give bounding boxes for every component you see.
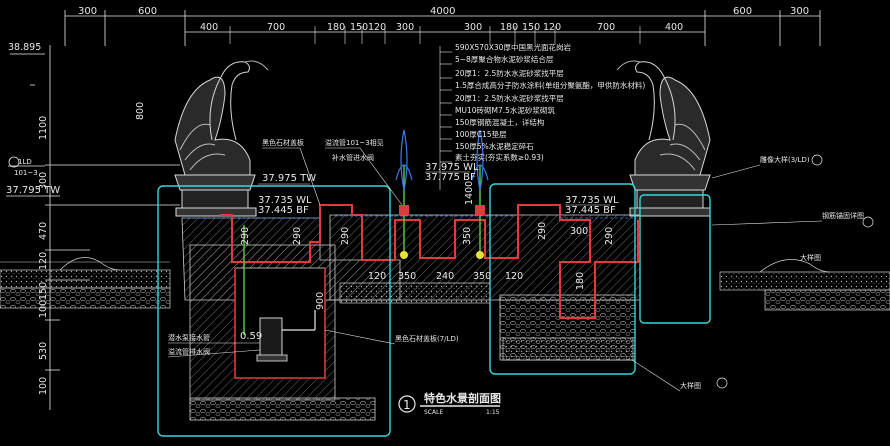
dim-left-2: 300 bbox=[38, 172, 49, 190]
svg-text:1.5厚合成高分子防水涂料(单组分聚氨酯，甲供防水材料): 1.5厚合成高分子防水涂料(单组分聚氨酯，甲供防水材料) bbox=[455, 80, 645, 90]
dim-small-7: 180 bbox=[575, 272, 586, 290]
dim-top-seg-12: 400 bbox=[665, 22, 683, 33]
dim-top-seg-11: 700 bbox=[597, 22, 615, 33]
left-swan-sculpture bbox=[174, 60, 269, 217]
scale-value: 1:15 bbox=[486, 409, 500, 416]
drawing-title: 特色水景剖面图 bbox=[424, 391, 501, 405]
layer-notes: 590X570X30厚中国黑光面花岗岩 5~8厚聚合物水泥砂浆结合层 20厚1：… bbox=[455, 42, 645, 162]
pump-chamber bbox=[234, 267, 326, 379]
svg-text:100厚C15垫层: 100厚C15垫层 bbox=[455, 129, 507, 139]
callout-stone-cap: 黑色石材盖板 bbox=[262, 138, 304, 147]
dim-top-overall-4: 300 bbox=[790, 6, 809, 17]
elev-top-left: 38.895 bbox=[8, 42, 41, 53]
dim-left-6: 100 bbox=[38, 300, 49, 318]
dim-small-6: 290 bbox=[604, 227, 615, 245]
elev-0-59: 0.59 bbox=[240, 331, 262, 342]
dim-sec-4: 120 bbox=[505, 271, 523, 282]
scale-label: SCALE bbox=[424, 409, 443, 416]
callout-makeup-valve: 补水管进水阀 bbox=[332, 153, 374, 162]
callout-statue: 雕像大样(3/LD) bbox=[760, 155, 810, 164]
detail-number: 1 bbox=[403, 398, 411, 412]
dim-top-seg-3: 150 bbox=[350, 22, 368, 33]
svg-text:150厚钢筋混凝土，详结构: 150厚钢筋混凝土，详结构 bbox=[455, 117, 545, 127]
dim-right-800: 800 bbox=[135, 102, 146, 120]
top-dimension-overall bbox=[64, 10, 821, 46]
dim-top-seg-9: 120 bbox=[543, 22, 561, 33]
dim-small-3: 300 bbox=[570, 226, 588, 237]
svg-text:20厚1：2.5防水水泥砂浆找平层: 20厚1：2.5防水水泥砂浆找平层 bbox=[455, 68, 564, 78]
dim-small-8: 1400 bbox=[464, 181, 475, 205]
left-detail-ref: 1LD 101~3 bbox=[8, 156, 45, 177]
dim-top-seg-6: 300 bbox=[464, 22, 482, 33]
dim-top-seg-4: 120 bbox=[368, 22, 386, 33]
dim-left-8: 530 bbox=[38, 342, 49, 360]
detail-frames bbox=[157, 183, 711, 437]
elev-37-775-bf-mid: 37.775 BF bbox=[425, 172, 476, 183]
callout-overflow-pipe: 溢流管101~3相见 bbox=[325, 138, 384, 147]
callout-detail-1: 大样图 bbox=[680, 381, 701, 390]
dim-sec-1: 350 bbox=[398, 271, 416, 282]
dim-top-seg-1: 700 bbox=[267, 22, 285, 33]
elev-37-975-tw-left: 37.795 TW bbox=[6, 185, 60, 196]
callout-drain-valve: 溢流管排水阀 bbox=[168, 347, 210, 356]
elev-37-445-bf-left: 37.445 BF bbox=[258, 205, 309, 216]
fountain-spray bbox=[395, 129, 489, 191]
svg-text:590X570X30厚中国黑光面花岗岩: 590X570X30厚中国黑光面花岗岩 bbox=[455, 42, 571, 52]
dim-top-overall-0: 300 bbox=[78, 6, 97, 17]
svg-text:5~8厚聚合物水泥砂浆结合层: 5~8厚聚合物水泥砂浆结合层 bbox=[455, 54, 554, 64]
elev-37-975-tw: 37.975 TW bbox=[262, 173, 316, 184]
dim-top-overall-2: 4000 bbox=[430, 6, 455, 17]
ground-left bbox=[0, 257, 171, 309]
dim-top-overall-1: 600 bbox=[138, 6, 157, 17]
dim-sec-2: 240 bbox=[436, 271, 454, 282]
svg-text:20厚1：2.5防水水泥砂浆找平层: 20厚1：2.5防水水泥砂浆找平层 bbox=[455, 93, 564, 103]
dim-left-4: 120 bbox=[38, 252, 49, 270]
dim-left-3: 470 bbox=[38, 222, 49, 240]
svg-text:MU10砖砌M7.5水泥砂浆砌筑: MU10砖砌M7.5水泥砂浆砌筑 bbox=[455, 105, 555, 115]
dim-top-seg-2: 180 bbox=[327, 22, 345, 33]
callout-pump-pipe: 潜水泵接水管 bbox=[168, 333, 210, 342]
elev-37-735-wl-left: 37.735 WL bbox=[258, 195, 312, 206]
dim-top-seg-8: 150 bbox=[522, 22, 540, 33]
dim-upper-900: 900 bbox=[315, 292, 326, 310]
dim-left-1: 1100 bbox=[38, 116, 49, 140]
dim-left-9: 100 bbox=[38, 377, 49, 395]
dim-sec-0: 120 bbox=[368, 271, 386, 282]
callout-rebar: 钢筋锚固详图 bbox=[822, 211, 864, 220]
drawing-title-block: 1 特色水景剖面图 SCALE 1:15 bbox=[398, 391, 501, 416]
right-detail-refs bbox=[716, 154, 874, 389]
callout-stone-cap-2: 黑色石材盖板(7/LD) bbox=[395, 334, 459, 343]
dim-top-seg-7: 180 bbox=[500, 22, 518, 33]
svg-text:素土夯实(夯实系数≥0.93): 素土夯实(夯实系数≥0.93) bbox=[455, 152, 544, 162]
dim-small-0: 290 bbox=[240, 227, 251, 245]
dim-sec-3: 350 bbox=[473, 271, 491, 282]
callout-detail-2: 大样图 bbox=[800, 253, 821, 262]
elev-37-735-wl-right: 37.735 WL bbox=[565, 195, 619, 206]
dim-small-5: 290 bbox=[537, 222, 548, 240]
valves bbox=[399, 205, 485, 259]
svg-text:150厚5%水泥稳定碎石: 150厚5%水泥稳定碎石 bbox=[455, 141, 534, 151]
dim-top-seg-0: 400 bbox=[200, 22, 218, 33]
waterproof-layer-line bbox=[220, 204, 639, 319]
dim-small-2: 290 bbox=[340, 227, 351, 245]
elev-37-445-bf-right: 37.445 BF bbox=[565, 205, 616, 216]
svg-text:1LD: 1LD bbox=[18, 158, 32, 166]
dim-small-4: 350 bbox=[462, 227, 473, 245]
ground-right bbox=[719, 259, 890, 311]
svg-text:101~3: 101~3 bbox=[14, 169, 38, 177]
dim-small-1: 290 bbox=[292, 227, 303, 245]
dim-top-overall-3: 600 bbox=[733, 6, 752, 17]
elev-37-975-wl-mid: 37.975 WL bbox=[425, 162, 479, 173]
dim-top-seg-5: 300 bbox=[396, 22, 414, 33]
